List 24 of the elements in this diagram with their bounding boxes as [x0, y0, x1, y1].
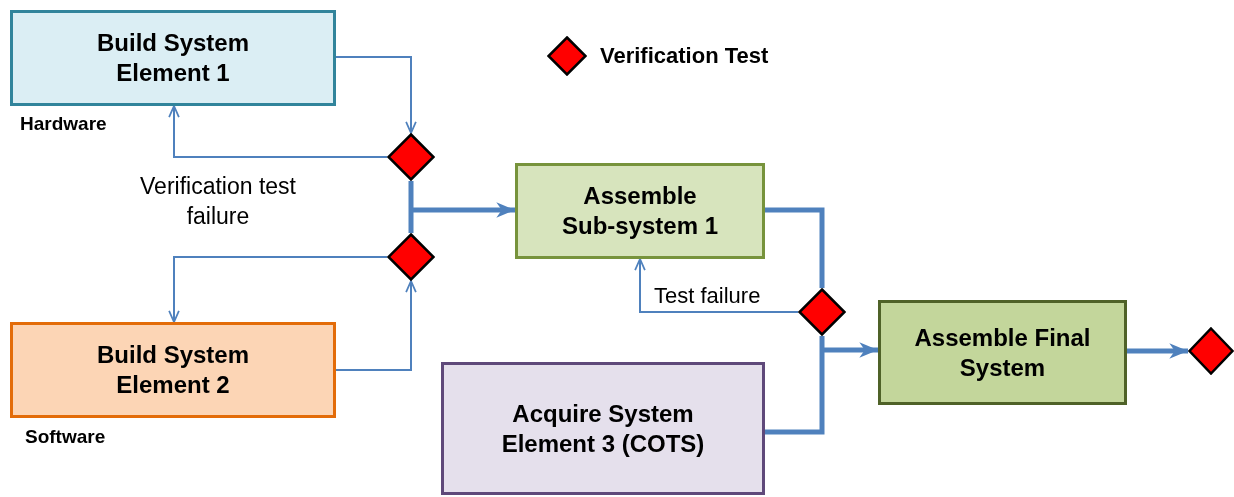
arrow	[335, 280, 417, 371]
verification-diamond	[798, 288, 846, 336]
process-box	[10, 322, 336, 418]
legend-label: Verification Test	[600, 43, 769, 69]
verification-diamond	[387, 233, 435, 281]
arrow	[634, 258, 799, 313]
box-label: Acquire System Element 3 (COTS)	[500, 398, 706, 459]
box-label: Build System Element 1	[95, 28, 250, 88]
process-box	[878, 300, 1127, 405]
process-box	[441, 362, 765, 495]
arrow	[168, 256, 388, 323]
node-caption: Software	[25, 426, 106, 448]
arrow	[1127, 343, 1188, 359]
box-label: Assemble Sub-system 1	[560, 181, 720, 241]
process-box	[10, 10, 336, 106]
verification-diamond	[387, 133, 435, 181]
box-label: Assemble Final System	[913, 322, 1092, 383]
arrow	[335, 56, 417, 134]
box-label: Build System Element 2	[95, 340, 250, 400]
verification-diamond	[1188, 327, 1234, 375]
process-box	[515, 163, 765, 259]
node-caption: Hardware	[20, 113, 107, 135]
arrow	[168, 105, 388, 158]
annotation-text: Verification test failure	[139, 172, 297, 231]
